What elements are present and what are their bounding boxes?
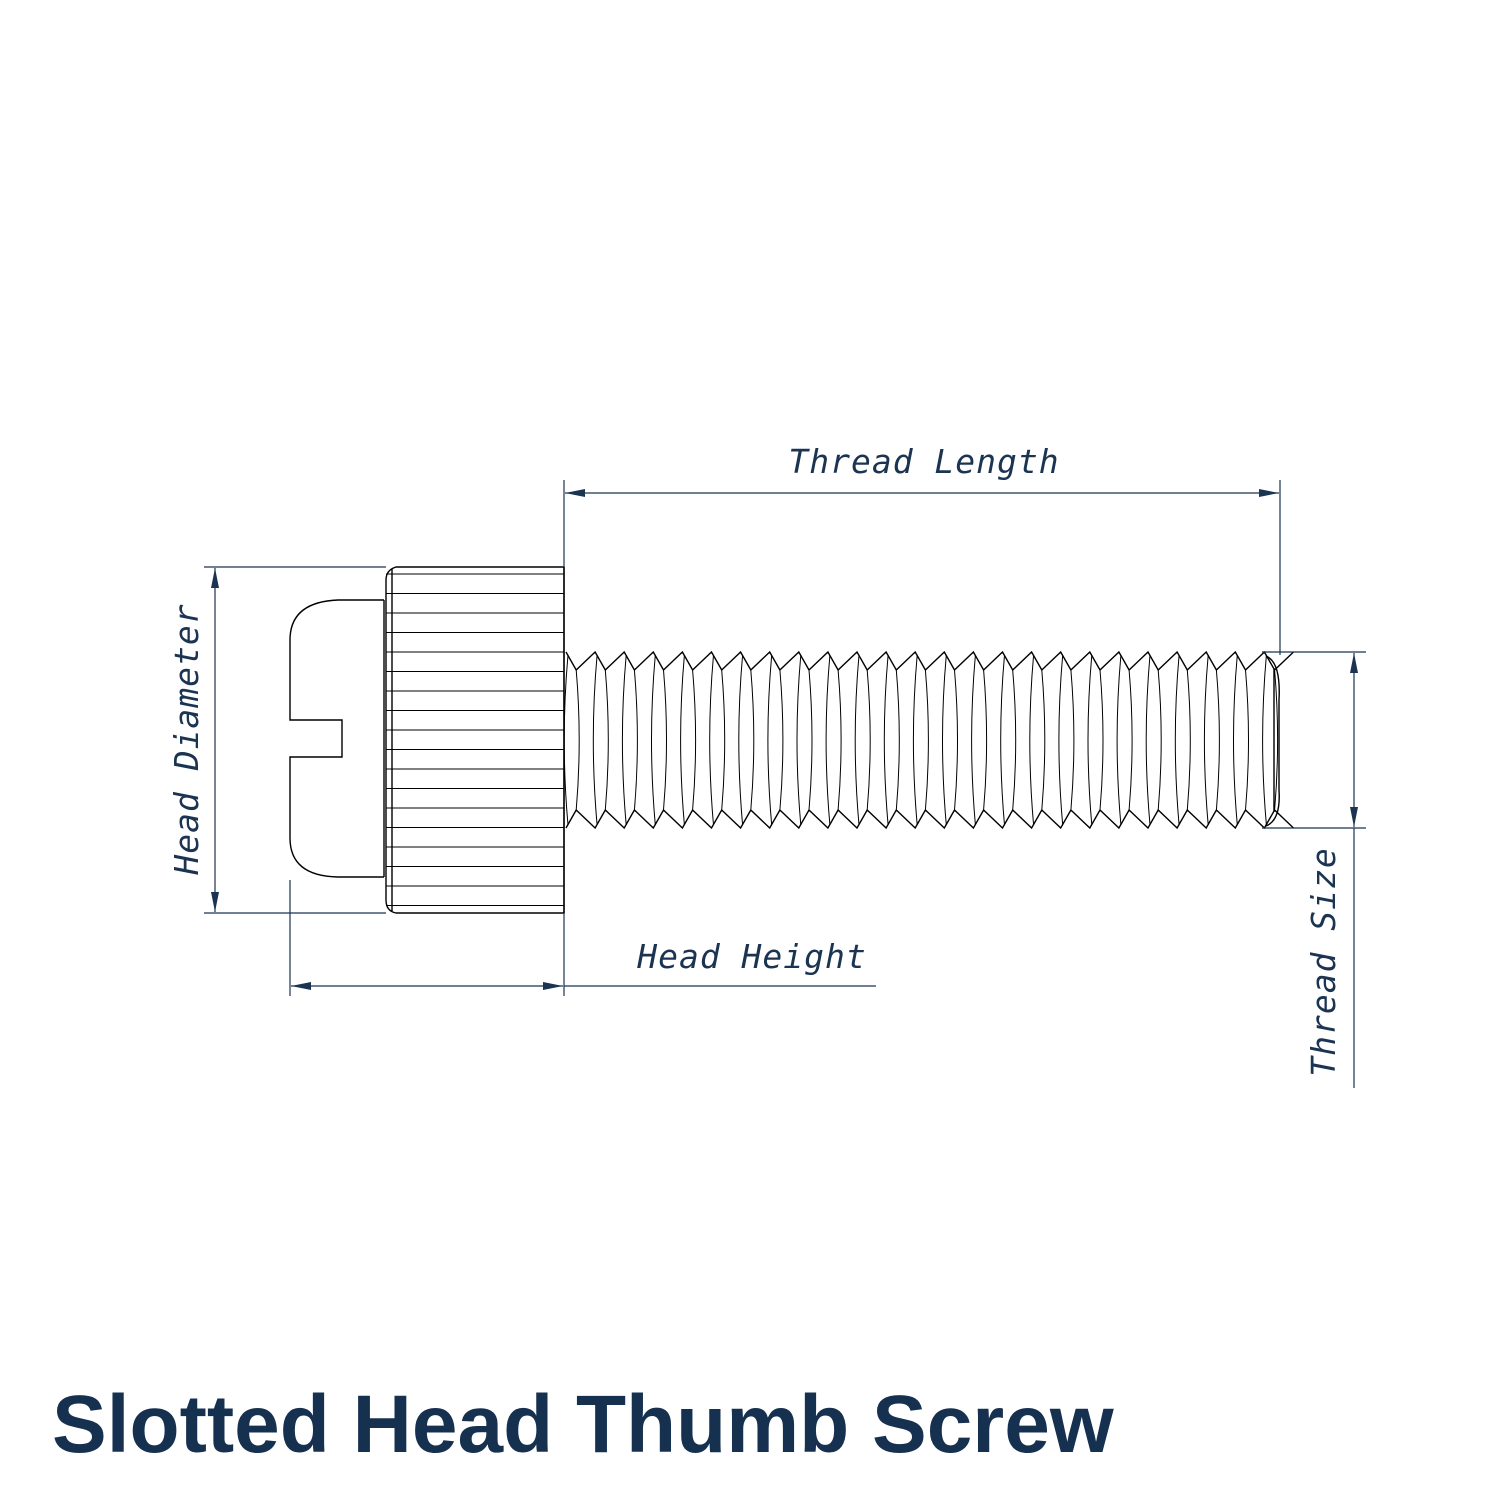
thread-root xyxy=(1245,669,1249,811)
thread-root xyxy=(692,669,697,811)
thread-root xyxy=(1070,669,1075,811)
thread-flank xyxy=(825,654,831,826)
thread-flank xyxy=(651,654,656,826)
thread-flank xyxy=(883,654,889,826)
thread-root xyxy=(750,669,755,811)
thread-root xyxy=(954,669,958,811)
thread-root xyxy=(663,669,667,811)
knurled-head-outline xyxy=(385,566,565,914)
thread-flanks xyxy=(563,654,1279,826)
thread-flank xyxy=(563,654,569,826)
thread-root xyxy=(1274,669,1279,811)
thread-flank xyxy=(1145,654,1151,826)
thread-root xyxy=(895,669,900,811)
thread-flank xyxy=(796,654,802,826)
thread-root xyxy=(633,669,638,811)
thread-root xyxy=(983,669,988,811)
thread-flank xyxy=(1262,654,1267,826)
thread-root xyxy=(837,669,842,811)
thread-root xyxy=(924,669,929,811)
thread-root xyxy=(1186,669,1191,811)
thread-size-label: Thread Size xyxy=(1304,847,1343,1077)
knurl-lines xyxy=(386,573,564,906)
thread-root xyxy=(1012,669,1017,811)
thread-length-label: Thread Length xyxy=(788,442,1059,481)
screw xyxy=(289,566,1294,914)
head-height-label: Head Height xyxy=(636,937,867,976)
drawing-title: Slotted Head Thumb Screw xyxy=(52,1379,1114,1470)
thread-flank xyxy=(709,654,714,826)
thread-flank xyxy=(942,654,947,826)
thread-flank xyxy=(854,654,860,826)
head-cap-outline xyxy=(289,599,384,878)
thread-flank xyxy=(621,654,627,826)
thread-root xyxy=(1041,669,1046,811)
thread-flank xyxy=(1233,654,1238,826)
thread-crest-bottom xyxy=(565,808,1294,830)
thread-crest-top xyxy=(565,650,1294,672)
thread-root xyxy=(866,669,871,811)
thread-flank xyxy=(738,654,744,826)
thread-flank xyxy=(592,654,598,826)
thread-root xyxy=(721,669,726,811)
thread-root xyxy=(1157,669,1162,811)
thread-root xyxy=(604,669,609,811)
thread-flank xyxy=(1174,654,1180,826)
thread-flank xyxy=(1087,654,1093,826)
thread-flank xyxy=(767,654,773,826)
thread-flank xyxy=(971,654,976,826)
thread-flank xyxy=(1000,654,1005,826)
thread-flank xyxy=(1116,654,1122,826)
dimensions xyxy=(204,480,1366,1088)
thread-root xyxy=(1215,669,1220,811)
thread-root xyxy=(1099,669,1104,811)
thread-root xyxy=(575,669,580,811)
thread-flank xyxy=(912,654,918,826)
thread-flank xyxy=(1029,654,1035,826)
thread-flank xyxy=(1203,654,1209,826)
thread-flank xyxy=(680,654,685,826)
head-diameter-label: Head Diameter xyxy=(167,603,206,875)
thread-root xyxy=(779,669,784,811)
thread-root xyxy=(1128,669,1133,811)
thread-tip xyxy=(1265,655,1280,827)
thread-flank xyxy=(1058,654,1064,826)
thread-root xyxy=(808,669,813,811)
